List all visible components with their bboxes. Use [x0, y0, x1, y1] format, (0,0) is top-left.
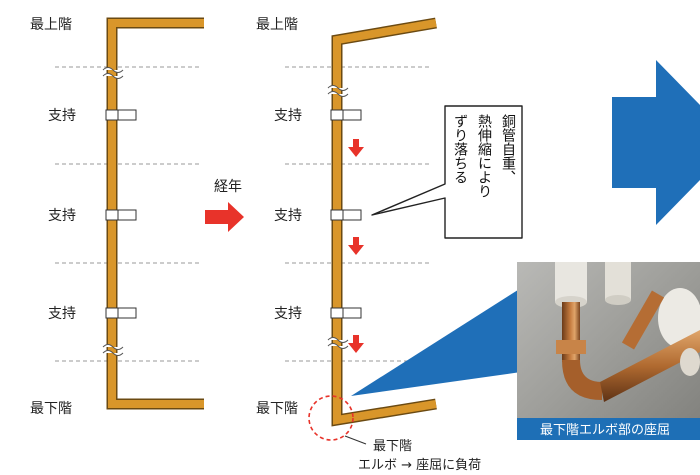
pipe-break-mark	[102, 344, 124, 356]
down-arrow-icon	[348, 139, 364, 157]
elbow-photo	[517, 262, 700, 440]
support-bracket	[105, 307, 119, 319]
support-bracket	[330, 307, 344, 319]
left-support-label-2: 支持	[48, 208, 76, 224]
support-bracket	[330, 209, 344, 221]
left-support-label-3: 支持	[48, 306, 76, 322]
callout-text-col3: ずり落ちる	[452, 114, 468, 184]
support-bracket	[342, 109, 362, 121]
callout-bubble: 銅管自重、 熱伸縮により ずり落ちる	[371, 105, 523, 239]
callout-text-col2: 熱伸縮により	[476, 114, 492, 198]
elbow-note-line1: 最下階	[373, 439, 412, 454]
right-bottom-floor-label: 最下階	[256, 401, 298, 417]
pipe-break-mark	[327, 337, 349, 349]
right-support-label-1: 支持	[274, 108, 302, 124]
right-top-floor-label: 最上階	[256, 17, 298, 33]
photo-caption: 最下階エルボ部の座屈	[540, 423, 670, 438]
callout-text-col1: 銅管自重、	[500, 114, 516, 184]
aging-label: 経年	[214, 179, 242, 195]
note-leader-line	[344, 435, 367, 445]
pipe-break-mark	[102, 67, 124, 79]
support-bracket	[117, 307, 137, 319]
support-bracket	[117, 109, 137, 121]
down-arrow-icon	[348, 237, 364, 255]
support-bracket	[105, 109, 119, 121]
support-bracket	[105, 209, 119, 221]
right-pipe	[327, 17, 437, 427]
support-bracket	[342, 307, 362, 319]
slide-down-arrows	[348, 139, 364, 353]
left-top-floor-label: 最上階	[30, 17, 72, 33]
right-support-label-3: 支持	[274, 306, 302, 322]
photo-pointer	[351, 288, 521, 396]
floor-divider-lines	[55, 66, 430, 362]
big-blue-arrow	[612, 60, 700, 225]
left-support-label-1: 支持	[48, 108, 76, 124]
left-bottom-floor-label: 最下階	[30, 401, 72, 417]
support-bracket	[330, 109, 344, 121]
right-support-label-2: 支持	[274, 208, 302, 224]
left-pipe	[102, 17, 204, 410]
aging-arrow	[205, 202, 244, 232]
down-arrow-icon	[348, 335, 364, 353]
pipe-break-mark	[327, 85, 349, 97]
support-bracket	[117, 209, 137, 221]
elbow-note-line2: エルボ → 座屈に負荷	[358, 458, 481, 473]
elbow-highlight-circle	[308, 395, 354, 441]
support-bracket	[342, 209, 362, 221]
photo-caption-bar	[517, 418, 700, 440]
